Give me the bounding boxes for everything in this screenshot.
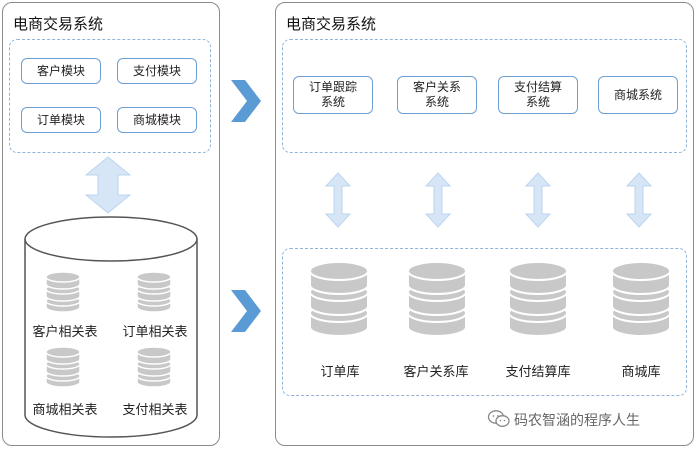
- order-table-icon: [136, 271, 172, 313]
- order-db-icon: [309, 261, 369, 337]
- db-label-crm: 客户关系库: [403, 364, 469, 379]
- watermark-text: 码农智涵的程序人生: [514, 412, 640, 428]
- double-arrow-icon: [524, 172, 552, 228]
- microservice-panel: 电商交易系统 订单跟踪 系统 客户关系 系统 支付结算 系统 商城系统: [275, 2, 694, 446]
- module-order: 订单模块: [21, 107, 101, 133]
- monolith-panel: 电商交易系统 客户模块 支付模块 订单模块 商城模块: [2, 2, 220, 446]
- system-mall: 商城系统: [598, 76, 678, 114]
- mall-table-icon: [45, 346, 81, 388]
- mall-db-icon: [611, 261, 671, 337]
- double-arrow-icon: [84, 156, 132, 214]
- module-mall: 商城模块: [117, 107, 197, 133]
- database-group: [282, 248, 687, 396]
- monolith-title: 电商交易系统: [13, 16, 104, 33]
- table-label-payment: 支付相关表: [122, 402, 188, 417]
- double-arrow-icon: [424, 172, 452, 228]
- table-label-order: 订单相关表: [122, 324, 188, 339]
- db-label-payment: 支付结算库: [505, 364, 571, 379]
- double-arrow-icon: [625, 172, 653, 228]
- table-label-customer: 客户相关表: [32, 324, 98, 339]
- crm-db-icon: [407, 261, 467, 337]
- system-crm: 客户关系 系统: [397, 76, 477, 114]
- wechat-icon: [487, 410, 510, 427]
- payment-db-icon: [508, 261, 568, 337]
- system-order-tracking: 订单跟踪 系统: [293, 76, 373, 114]
- module-payment: 支付模块: [117, 58, 197, 84]
- module-customer: 客户模块: [21, 58, 101, 84]
- chevron-right-icon: [231, 290, 261, 332]
- double-arrow-icon: [324, 172, 352, 228]
- microservice-title: 电商交易系统: [286, 16, 377, 33]
- module-group: [9, 39, 211, 153]
- table-label-mall: 商城相关表: [32, 402, 98, 417]
- db-label-order: 订单库: [320, 364, 360, 379]
- customer-table-icon: [45, 271, 81, 313]
- db-label-mall: 商城库: [621, 364, 661, 379]
- chevron-right-icon: [231, 80, 261, 122]
- payment-table-icon: [136, 346, 172, 388]
- system-payment-settlement: 支付结算 系统: [498, 76, 578, 114]
- system-group: [282, 39, 687, 153]
